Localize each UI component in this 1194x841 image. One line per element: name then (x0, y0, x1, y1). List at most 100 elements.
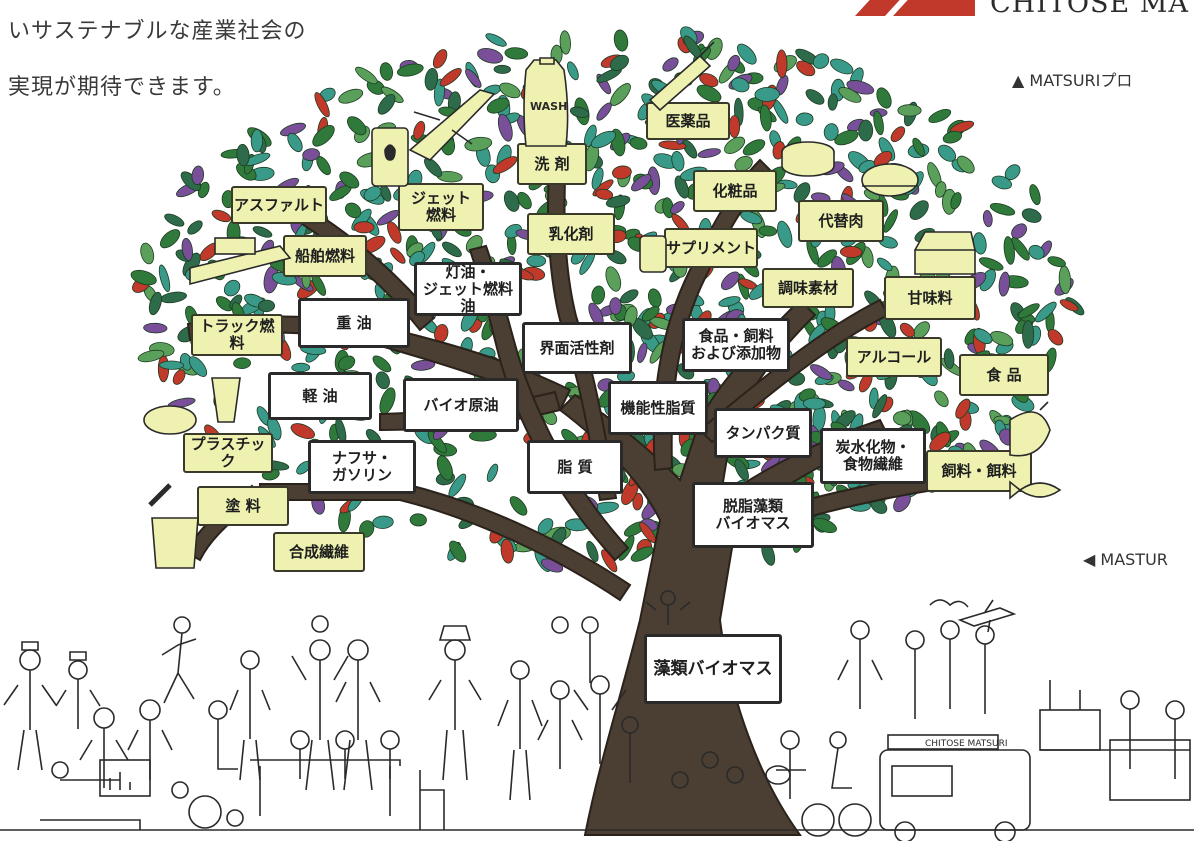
leaf (796, 60, 816, 77)
leaf (637, 342, 648, 363)
leaf (876, 87, 892, 109)
leaf (486, 97, 510, 114)
branch-surfactant: 界面活性剤 (522, 322, 632, 374)
leaf (390, 247, 406, 264)
leaf-asphalt: アスファルト (231, 186, 327, 224)
leaf (736, 43, 757, 65)
root-algae-biomass: 藻類バイオマス (644, 634, 782, 704)
leaf (662, 57, 679, 72)
leaf (609, 54, 629, 71)
logo-text: CHITOSE MA (990, 0, 1189, 19)
leaf (950, 120, 975, 134)
leaf (670, 200, 685, 215)
leaf-synthetic-fiber: 合成繊維 (273, 532, 365, 572)
leaf (998, 271, 1010, 297)
leaf (497, 113, 513, 142)
leaf (632, 492, 644, 511)
syringe-icon (648, 41, 715, 112)
leaf-meat-substitute: 代替肉 (798, 200, 884, 242)
leaf (449, 540, 467, 563)
leaf (989, 202, 1016, 216)
leaf (805, 89, 825, 105)
leaf (302, 148, 320, 161)
leaf (355, 66, 378, 85)
leaf (137, 349, 165, 363)
intro-line-2: 実現が期待できます。 (8, 75, 236, 100)
leaf-paint: 塗 料 (197, 486, 289, 526)
leaf (223, 279, 241, 297)
leaf (989, 331, 1014, 347)
leaf (591, 285, 606, 305)
branch-kerosene-jet: 灯油・ ジェット燃料油 (414, 262, 522, 316)
leaf (812, 53, 830, 69)
leaf (830, 58, 854, 75)
leaf (504, 47, 529, 60)
leaf (834, 129, 859, 146)
leaf-emulsifier: 乳化剤 (527, 213, 615, 255)
leaf (942, 130, 963, 144)
leaf (353, 221, 375, 234)
leaf (727, 54, 741, 72)
leaf (441, 241, 462, 258)
leaf (883, 209, 898, 233)
leaf (143, 322, 168, 334)
leaf (950, 192, 962, 210)
leaf (250, 129, 264, 153)
leaf (793, 182, 811, 203)
leaf (258, 299, 275, 313)
leaf (314, 92, 330, 118)
people-illustration: CHITOSE MATSURI (0, 590, 1194, 841)
leaf (823, 123, 839, 141)
leaf (486, 463, 499, 482)
leaf (339, 171, 360, 189)
leaf (164, 213, 185, 227)
leaf (424, 157, 443, 177)
leaf (731, 77, 750, 93)
chicken-icon (1009, 401, 1051, 457)
leaf (991, 175, 1012, 190)
leaf (897, 104, 922, 117)
leaf (493, 64, 511, 74)
leaf (674, 175, 689, 199)
leaf (372, 355, 392, 373)
fish-icon (1009, 480, 1062, 500)
leaf (410, 359, 436, 371)
leaf (465, 68, 482, 88)
leaf (252, 226, 273, 238)
leaf (890, 126, 906, 143)
leaf (432, 49, 448, 69)
leaf (233, 357, 251, 370)
leaf-ship-fuel: 船舶燃料 (283, 235, 367, 277)
leaf (172, 369, 186, 385)
leaf (777, 220, 793, 248)
leaf (485, 33, 507, 47)
leaf (840, 245, 863, 259)
leaf (363, 186, 382, 202)
intro-line-1: いサステナブルな産業社会の (8, 19, 307, 44)
leaf (413, 120, 426, 140)
leaf (893, 411, 912, 426)
leaf (159, 360, 184, 370)
branch-bio-crude: バイオ原油 (403, 378, 519, 432)
leaf (499, 82, 521, 99)
leaf (629, 137, 648, 150)
leaf (1047, 256, 1066, 268)
leaf (569, 106, 590, 119)
leaf (935, 181, 947, 198)
supplement-bottle-icon (639, 235, 667, 273)
leaf (754, 86, 780, 102)
leaf (290, 423, 315, 440)
leaf (609, 297, 622, 315)
leaf (409, 513, 427, 527)
leaf (338, 355, 356, 371)
leaf (338, 88, 364, 104)
caption-top: ▲ MATSURIプロ (1012, 71, 1133, 90)
leaf (344, 202, 362, 219)
leaf (377, 93, 396, 115)
leaf (526, 254, 547, 268)
leaf (734, 155, 753, 172)
leaf (613, 29, 629, 52)
leaf (955, 398, 971, 419)
